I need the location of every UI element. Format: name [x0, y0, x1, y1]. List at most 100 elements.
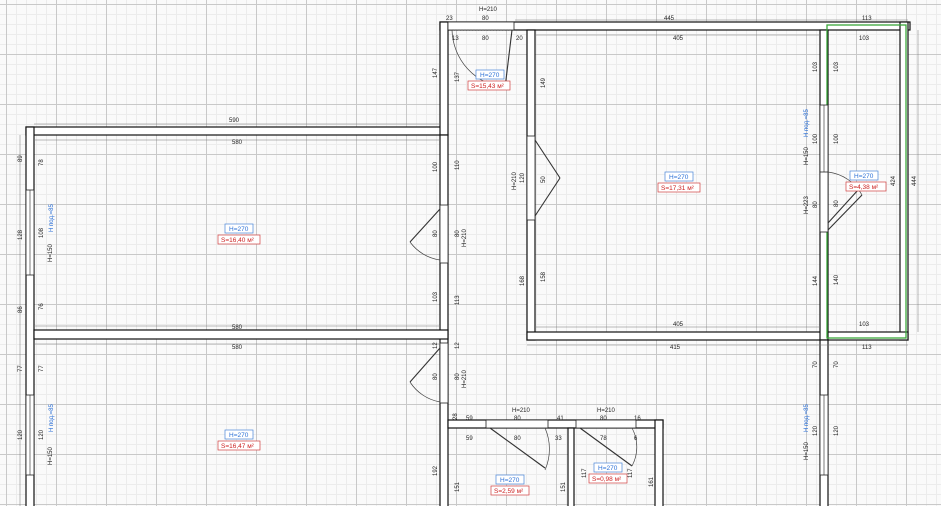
dim-59-b: 59 — [466, 436, 473, 442]
dim-80-wc: 80 — [600, 416, 607, 422]
dim-580-b: 580 — [232, 325, 243, 331]
wall-rightroom-bottom[interactable] — [526, 331, 828, 341]
label-window-hpod-c: H под.=85 — [49, 404, 55, 432]
dim-151-b: 151 — [561, 481, 567, 492]
room-label-bath[interactable]: H=270 S=2,59 м² — [490, 474, 530, 496]
window-left-top[interactable] — [25, 189, 35, 276]
dim-113: 113 — [455, 295, 461, 305]
door-wc[interactable] — [575, 419, 638, 467]
room-label-wc[interactable]: H=270 S=0,98 м² — [588, 462, 628, 484]
room-area-balcony: S=4,38 м² — [849, 184, 879, 191]
dim-144: 144 — [813, 275, 819, 286]
wall-wc-right[interactable] — [654, 419, 664, 506]
dim-445: 445 — [664, 16, 675, 22]
room-label-balcony[interactable]: H=270 S=4,38 м² — [845, 170, 887, 192]
dim-120-r1: 120 — [813, 425, 819, 436]
door-bath[interactable] — [485, 419, 550, 471]
dim-80-c: 80 — [813, 201, 819, 208]
dim-590: 590 — [229, 118, 240, 124]
label-window-h150-c: H=150 — [48, 446, 54, 465]
room-area-top-center: S=15,43 м² — [471, 83, 505, 90]
dim-158: 158 — [541, 271, 547, 282]
dim-415: 415 — [670, 345, 681, 351]
dim-108: 108 — [39, 227, 45, 238]
door-left-top-room[interactable] — [409, 204, 449, 264]
dim-41: 41 — [557, 416, 564, 422]
room-height-balcony: H=270 — [854, 173, 874, 180]
dim-140: 140 — [834, 274, 840, 285]
dim-h210-top: H=210 — [479, 7, 498, 13]
label-window-h150-d: H=150 — [804, 441, 810, 460]
door-top-center[interactable] — [447, 21, 515, 89]
dim-28: 28 — [453, 413, 459, 420]
door-left-bottom-room[interactable] — [409, 342, 449, 404]
dim-103-bottom: 103 — [859, 322, 870, 328]
dim-78-wc: 78 — [600, 436, 607, 442]
room-label-left-bottom[interactable]: H=270 S=16,47 м² — [217, 429, 261, 451]
dim-86: 86 — [18, 306, 24, 313]
dim-103-b: 103 — [433, 291, 439, 302]
wall-corridor-left[interactable] — [439, 134, 449, 506]
window-left-bottom[interactable] — [25, 394, 35, 476]
dim-16: 16 — [634, 416, 641, 422]
label-window-h150-b: H=150 — [804, 146, 810, 165]
wall-corridor-left-upper[interactable] — [439, 21, 449, 136]
wall-balcony-outer[interactable] — [899, 21, 909, 341]
dim-117-a: 117 — [582, 468, 588, 478]
dim-405-bottom: 405 — [673, 322, 684, 328]
dim-103-r2: 103 — [834, 61, 840, 72]
dim-76: 76 — [39, 303, 45, 310]
dim-103-top: 103 — [859, 36, 870, 42]
dim-405-top: 405 — [673, 36, 684, 42]
wall-left-room-top[interactable] — [25, 126, 445, 136]
wall-left-outer[interactable] — [25, 126, 35, 506]
room-label-left-top[interactable]: H=270 S=16,40 м² — [217, 223, 261, 245]
dim-151: 151 — [455, 481, 461, 492]
dim-33: 33 — [555, 436, 562, 442]
wall-balcony-bottom[interactable] — [827, 331, 909, 341]
room-height-top-center: H=270 — [480, 72, 500, 79]
dim-70-a: 70 — [813, 361, 819, 368]
dim-h210-door-left2: H=210 — [462, 369, 468, 388]
dim-70-b: 70 — [834, 361, 840, 368]
dim-12-b: 12 — [455, 342, 461, 349]
wall-bath-divider[interactable] — [567, 427, 575, 506]
dim-117-b: 117 — [628, 468, 634, 478]
dim-80-a: 80 — [433, 230, 439, 237]
dim-444: 444 — [912, 175, 918, 186]
room-area-bath: S=2,59 м² — [494, 488, 524, 495]
door-right-room[interactable] — [526, 135, 561, 221]
dim-13: 13 — [452, 36, 459, 42]
room-label-top-center[interactable]: H=270 S=15,43 м² — [467, 69, 511, 91]
label-window-hpod-d: H под.=85 — [804, 404, 810, 432]
dim-128: 128 — [18, 229, 24, 240]
room-height-left-top: H=270 — [229, 226, 249, 233]
room-area-left-bottom: S=16,47 м² — [221, 443, 255, 450]
dim-147: 147 — [433, 67, 439, 78]
dim-168: 168 — [520, 275, 526, 286]
dim-80-top: 80 — [482, 16, 489, 22]
dim-161: 161 — [649, 476, 655, 487]
dim-80-bath: 80 — [514, 416, 521, 422]
dim-89: 89 — [18, 155, 24, 162]
room-height-bath: H=270 — [500, 477, 520, 484]
window-lower-right[interactable] — [819, 394, 829, 476]
dim-80-inner: 80 — [482, 36, 489, 42]
room-label-right-big[interactable]: H=270 S=17,31 м² — [657, 171, 701, 193]
dim-59-a: 59 — [466, 416, 473, 422]
dim-h210-door-left: H=210 — [462, 228, 468, 247]
room-area-left-top: S=16,40 м² — [221, 237, 255, 244]
room-height-wc: H=270 — [598, 465, 618, 472]
dim-192: 192 — [433, 465, 439, 476]
dim-h210-wc: H=210 — [597, 408, 616, 414]
wall-left-middle[interactable] — [33, 329, 449, 340]
dim-80-d: 80 — [433, 373, 439, 380]
dim-110: 110 — [455, 160, 461, 170]
dim-77-b: 77 — [39, 365, 45, 372]
dim-23: 23 — [446, 16, 453, 22]
label-window-hpod-a: H под.=85 — [49, 204, 55, 232]
door-balcony[interactable] — [819, 171, 863, 233]
dim-80-e: 80 — [455, 373, 461, 380]
